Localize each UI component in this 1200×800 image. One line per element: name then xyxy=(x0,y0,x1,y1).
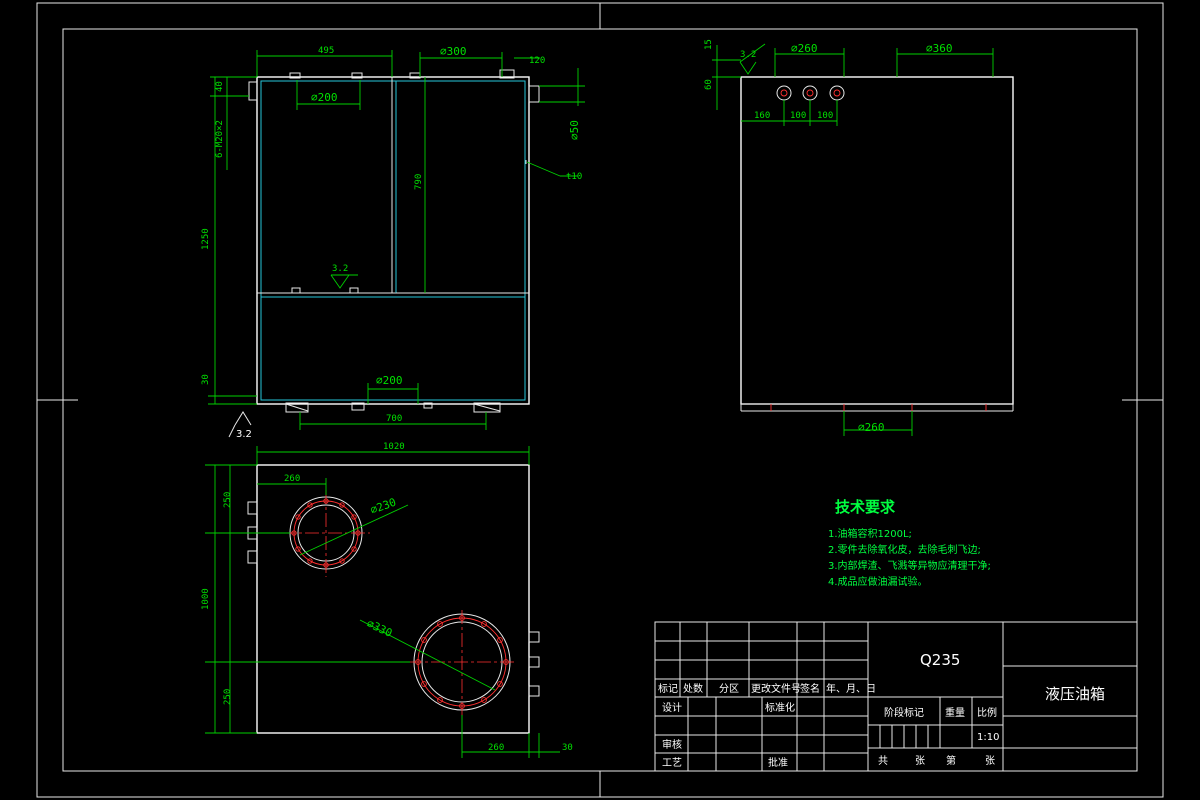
side-dim-15: 15 xyxy=(704,39,714,50)
standardize-label: 标准化 xyxy=(765,701,795,714)
plan-dim-230: ⌀230 xyxy=(369,496,398,517)
plan-dim-330: ⌀330 xyxy=(365,617,395,640)
dim-bottom-700: 700 xyxy=(386,414,402,424)
tank-outer-wall xyxy=(256,76,530,405)
side-roughness: 3.2 xyxy=(740,50,756,60)
tech-requirements: 技术要求 1.油箱容积1200L; 2.零件去除氧化皮，去除毛刺飞边; 3.内部… xyxy=(828,498,991,588)
row-label-date: 年、月、日 xyxy=(826,682,876,695)
flange-small xyxy=(282,490,370,577)
section-view: 495 ⌀300 120 ⌀200 40 6-M20×2 1250 30 790… xyxy=(201,45,585,440)
scale-value: 1:10 xyxy=(977,732,999,743)
top-boss-4 xyxy=(499,69,515,79)
right-boss xyxy=(528,85,540,103)
ratio-label: 比例 xyxy=(977,706,997,719)
dim-port-300: ⌀300 xyxy=(440,45,467,58)
dim-total-height: 1250 xyxy=(201,228,211,250)
bottom-boss-1 xyxy=(285,402,309,413)
plan-outline xyxy=(256,464,530,734)
hatch-2 xyxy=(473,403,501,412)
title-block: Q235 液压油箱 标记 处数 分区 更改文件号 签名 年、月、日 设计 标准化… xyxy=(654,621,1138,772)
dim-height-40: 40 xyxy=(215,81,225,92)
port-circle-3 xyxy=(829,85,845,101)
row-label-change-doc: 更改文件号 xyxy=(751,682,801,695)
plan-dim-1000: 1000 xyxy=(201,588,211,610)
side-dim-100a: 100 xyxy=(790,111,806,121)
dim-top-width: 495 xyxy=(318,46,334,56)
dim-bottom-200: ⌀200 xyxy=(376,374,403,387)
row-label-mark: 标记 xyxy=(658,683,678,695)
top-boss-2 xyxy=(351,72,363,79)
plan-view: 1020 260 250 1000 250 ⌀230 ⌀330 260 30 xyxy=(201,442,573,758)
plan-dim-1020: 1020 xyxy=(383,442,405,452)
side-outer-body xyxy=(740,76,1014,405)
total-label: 共 xyxy=(878,755,888,767)
port-circle-2 xyxy=(802,85,818,101)
row-label-count: 处数 xyxy=(683,682,703,695)
review-label: 审核 xyxy=(662,738,682,751)
left-boss xyxy=(248,81,258,101)
outer-sheet-border xyxy=(36,2,1164,798)
dim-inner-200: ⌀200 xyxy=(311,91,338,104)
tech-item-1: 1.油箱容积1200L; xyxy=(828,527,912,540)
sheet-label: 张 xyxy=(985,755,995,767)
shelf-boss-2 xyxy=(349,287,359,294)
dim-inner-height: 790 xyxy=(414,174,424,190)
side-dim-100b: 100 xyxy=(817,111,833,121)
plan-dim-250-top: 250 xyxy=(223,492,233,508)
side-dim-260-top: ⌀260 xyxy=(791,42,818,55)
flange-large xyxy=(408,610,516,716)
dim-bottom-30: 30 xyxy=(201,374,211,385)
side-dim-360: ⌀360 xyxy=(926,42,953,55)
drawing-name: 液压油箱 xyxy=(1045,685,1105,703)
dim-dia-50: ⌀50 xyxy=(568,120,581,140)
design-label: 设计 xyxy=(662,701,682,714)
plan-dim-bottom-30: 30 xyxy=(562,743,573,753)
approve-label: 批准 xyxy=(768,756,788,769)
port-circle-1 xyxy=(776,85,792,101)
bottom-boss-2 xyxy=(351,402,365,411)
side-dim-260-bottom: ⌀260 xyxy=(858,421,885,434)
process-label: 工艺 xyxy=(662,757,682,769)
roughness-bottom: 3.2 xyxy=(236,429,252,440)
sheets-label: 张 xyxy=(915,755,925,767)
side-dim-160: 160 xyxy=(754,111,770,121)
weight-label: 重量 xyxy=(945,706,965,719)
side-view: 3.2 ⌀260 ⌀360 15 60 160 100 100 ⌀260 xyxy=(704,39,1014,436)
bottom-boss-4 xyxy=(473,402,501,413)
plan-dim-bottom-260: 260 xyxy=(488,743,504,753)
top-boss-1 xyxy=(289,72,301,79)
tech-item-3: 3.内部焊渣、飞溅等异物应清理干净; xyxy=(828,559,991,572)
roughness-top: 3.2 xyxy=(332,264,348,274)
dim-right-offset: 120 xyxy=(529,56,545,66)
dim-holes: 6-M20×2 xyxy=(215,120,225,158)
tech-item-2: 2.零件去除氧化皮，去除毛刺飞边; xyxy=(828,543,981,556)
side-dim-60: 60 xyxy=(704,79,714,90)
row-label-zone: 分区 xyxy=(719,683,739,695)
bottom-boss-3 xyxy=(423,402,433,409)
tech-title: 技术要求 xyxy=(835,498,896,516)
stage-label: 阶段标记 xyxy=(884,706,924,719)
plan-dim-260: 260 xyxy=(284,474,300,484)
shelf-boss-1 xyxy=(291,287,301,294)
tank-inner-wall xyxy=(260,80,526,401)
plan-dim-250-bottom: 250 xyxy=(223,689,233,705)
row-label-sign: 签名 xyxy=(800,682,820,695)
side-ports xyxy=(776,85,845,101)
material-label: Q235 xyxy=(920,651,960,669)
dim-plate-t10: t10 xyxy=(566,172,582,182)
hatch-1 xyxy=(285,403,309,412)
tech-item-4: 4.成品应做油漏试验。 xyxy=(828,575,928,588)
sheet-no-label: 第 xyxy=(946,754,956,767)
